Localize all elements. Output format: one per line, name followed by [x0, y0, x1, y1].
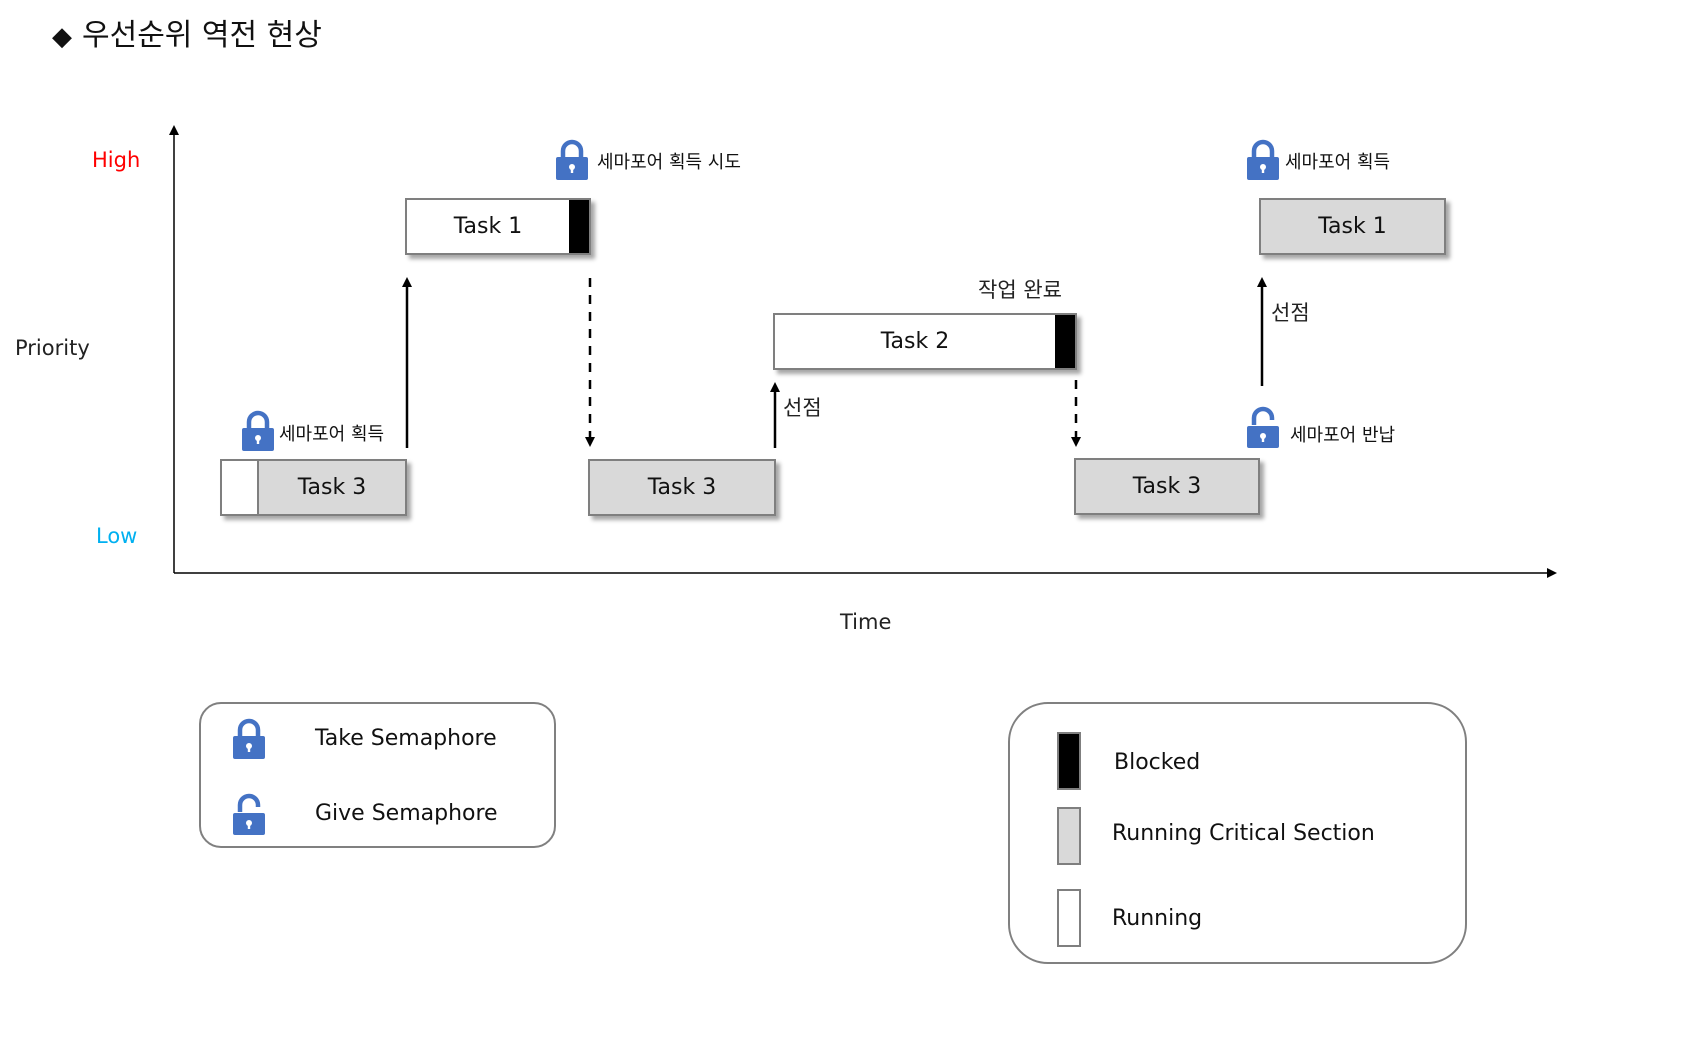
low-label: Low [96, 524, 138, 548]
annotation-preempt-1: 선점 [783, 396, 822, 420]
lock-closed-icon [556, 139, 588, 180]
legend-critical-section: Running Critical Section [1112, 821, 1375, 846]
semaphore-legend: Take Semaphore Give Semaphore [199, 702, 556, 848]
blocked-swatch [1057, 732, 1081, 790]
lock-closed-icon [1247, 139, 1279, 180]
annotation-give: 세마포어 반납 [1290, 425, 1396, 446]
x-axis-label: Time [840, 610, 892, 634]
task3-block-1: Task 3 [220, 459, 407, 516]
lock-open-icon [233, 793, 265, 835]
task2-label: Task 2 [775, 315, 1055, 368]
title-text: 우선순위 역전 현상 [82, 18, 322, 53]
task2-block: Task 2 [773, 313, 1077, 370]
lock-open-icon [1247, 406, 1279, 448]
blocked-segment-2 [1055, 315, 1075, 368]
running-swatch [1057, 889, 1081, 947]
task3-block-2: Task 3 [588, 459, 776, 516]
legend-give-semaphore: Give Semaphore [315, 801, 498, 826]
state-legend: Blocked Running Critical Section Running [1008, 702, 1467, 964]
y-axis-label: Priority [15, 336, 90, 360]
critical-section-swatch [1057, 807, 1081, 865]
task3-label-2: Task 3 [590, 461, 774, 514]
annotation-take-2: 세마포어 획득 [1285, 152, 1391, 173]
page-title: ◆ 우선순위 역전 현상 [52, 10, 322, 54]
task1-label-2: Task 1 [1261, 200, 1444, 253]
annotation-try-take: 세마포어 획득 시도 [597, 152, 741, 173]
running-segment [222, 461, 259, 514]
blocked-segment [569, 200, 589, 253]
annotation-preempt-2: 선점 [1271, 301, 1310, 325]
task1-label-1: Task 1 [407, 200, 569, 253]
high-label: High [92, 148, 141, 172]
legend-blocked: Blocked [1114, 750, 1201, 775]
diamond-marker-icon: ◆ [52, 22, 72, 52]
legend-take-semaphore: Take Semaphore [315, 726, 497, 751]
task3-label-3: Task 3 [1076, 460, 1258, 513]
annotation-work-done: 작업 완료 [978, 278, 1062, 302]
annotation-take-1: 세마포어 획득 [279, 424, 385, 445]
legend-running: Running [1112, 906, 1203, 931]
lock-closed-icon [242, 410, 274, 451]
task1-block-2: Task 1 [1259, 198, 1446, 255]
task3-block-3: Task 3 [1074, 458, 1260, 515]
lock-closed-icon [233, 718, 265, 759]
task3-label-1: Task 3 [259, 461, 405, 514]
task1-block-1: Task 1 [405, 198, 591, 255]
